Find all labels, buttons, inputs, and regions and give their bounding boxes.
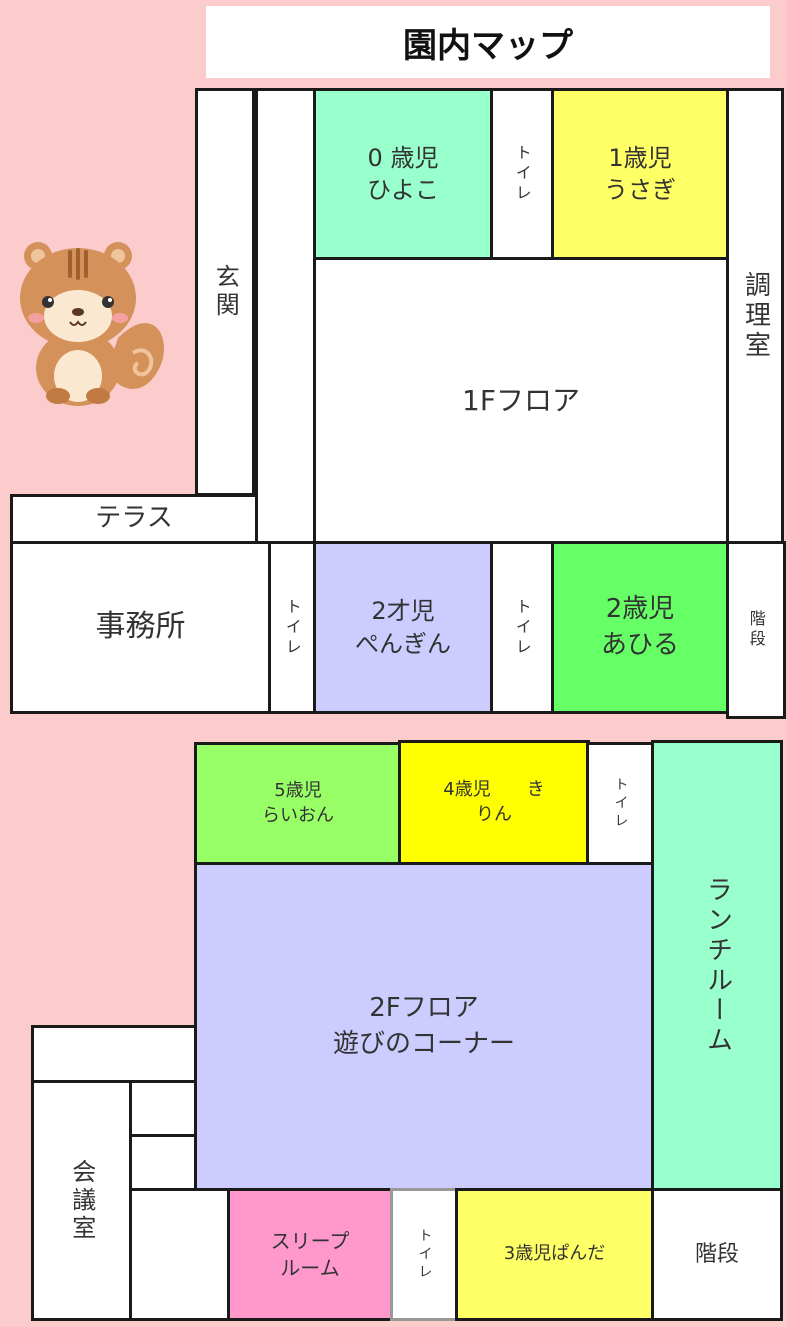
- lunch-room: ランチルーム: [651, 740, 783, 1191]
- room-age2-penguin: 2才児 ぺんぎん: [313, 541, 493, 714]
- room-age4: 4歳児 き りん: [398, 740, 590, 865]
- room-age5: 5歳児 らいおん: [194, 742, 402, 865]
- floor-1f: 1Fフロア: [313, 257, 729, 544]
- floor-2f: 2Fフロア 遊びのコーナー: [194, 862, 654, 1191]
- storage: [129, 1134, 197, 1191]
- storage: [129, 1080, 197, 1137]
- squirrel-mascot: [20, 242, 165, 406]
- toilet: トイレ: [268, 541, 316, 714]
- office: 事務所: [10, 541, 271, 714]
- corridor: [255, 88, 316, 544]
- toilet: トイレ: [490, 88, 554, 260]
- room-age2-duck: 2歳児 あひる: [551, 541, 729, 714]
- kitchen: 調理室: [726, 88, 784, 544]
- room-age1: 1歳児 うさぎ: [551, 88, 729, 260]
- meeting-room: 会議室: [31, 1080, 132, 1321]
- toilet: トイレ: [586, 742, 654, 865]
- toilet: トイレ: [390, 1188, 458, 1321]
- sleep-room: スリープ ルーム: [227, 1188, 393, 1321]
- room-age3: 3歳児ぱんだ: [455, 1188, 654, 1321]
- page-title: 園内マップ: [206, 6, 770, 78]
- toilet: トイレ: [490, 541, 554, 714]
- terrace: テラス: [10, 494, 258, 544]
- stairs: 階段: [726, 541, 786, 719]
- room-age0: 0 歳児 ひよこ: [313, 88, 493, 260]
- entrance: 玄関: [195, 88, 255, 496]
- stairs: 階段: [651, 1188, 783, 1321]
- side-room: [31, 1025, 197, 1083]
- storage: [129, 1188, 230, 1321]
